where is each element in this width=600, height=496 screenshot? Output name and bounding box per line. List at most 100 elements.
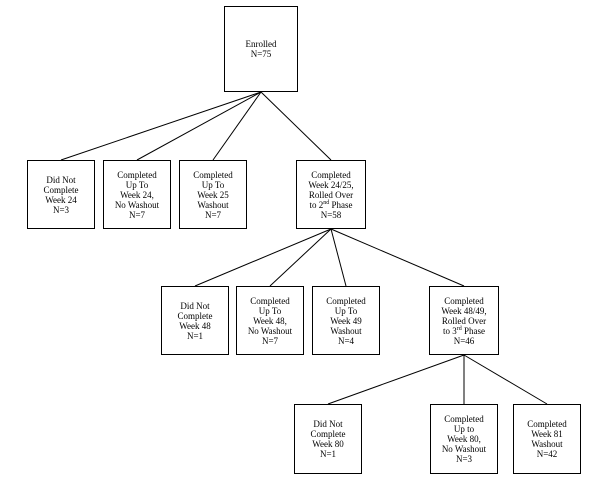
- node-text-line: Week 80,: [447, 434, 481, 444]
- node-text: Complete: [310, 429, 346, 439]
- node-text-line: Washout: [531, 439, 562, 449]
- node-text-line: Up To: [259, 306, 281, 316]
- node-text-line: Completed: [326, 296, 366, 306]
- node-text-line: Up To: [202, 180, 224, 190]
- node-text-line: Week 48/49,: [441, 306, 486, 316]
- node-text: N=3: [52, 204, 70, 215]
- node-text-line: Did Not: [46, 175, 75, 185]
- node-text-line: Up To: [126, 180, 148, 190]
- connector-p2_roll-to-p3_dnc: [327, 354, 465, 405]
- node-text: Rolled Over: [308, 189, 354, 200]
- node-text: Washout: [531, 439, 563, 449]
- node-text-line: Enrolled: [246, 39, 277, 49]
- node-text-line: Washout: [197, 200, 228, 210]
- node-text: Week 24: [45, 194, 77, 205]
- node-text-line: to 3rd Phase: [443, 326, 485, 336]
- node-text-line: N=75: [251, 49, 272, 59]
- node-text: Complete: [177, 310, 213, 321]
- node-text-line: N=1: [187, 331, 203, 341]
- node-text: N=75: [250, 49, 272, 59]
- connector-p1_roll-to-p2_dnc: [194, 228, 332, 287]
- node-text: Completed: [250, 295, 290, 306]
- node-text-line: Complete: [311, 429, 346, 439]
- node-text: N=4: [337, 335, 355, 346]
- node-text: Did Not: [46, 174, 76, 185]
- node-text: Washout: [330, 325, 362, 336]
- node-text-superscript: rd: [456, 325, 462, 332]
- node-text: N=58: [320, 209, 342, 220]
- node-text-line: Rolled Over: [309, 190, 353, 200]
- node-text-suffix: Phase: [461, 325, 485, 336]
- node-text: Up To: [258, 305, 282, 316]
- connector-enrolled-to-p1_roll: [260, 91, 332, 161]
- node-text-line: Week 80: [312, 439, 344, 449]
- node-text: Week 80: [312, 439, 344, 449]
- node-text-line: Week 48,: [253, 316, 287, 326]
- node-text-line: N=58: [321, 210, 342, 220]
- node-text: Week 24/25,: [308, 179, 354, 190]
- node-text: Up to: [453, 424, 475, 434]
- node-text-line: Completed: [444, 414, 484, 424]
- node-text-line: N=46: [454, 336, 475, 346]
- node-text: Week 48: [179, 320, 211, 331]
- node-text-line: Week 24,: [120, 190, 154, 200]
- node-text: Did Not: [180, 300, 210, 311]
- node-text: Week 48,: [253, 315, 287, 326]
- node-text: N=7: [204, 209, 222, 220]
- node-text: Week 80,: [447, 434, 481, 444]
- node-text-line: Week 81: [531, 429, 563, 439]
- node-text: Complete: [43, 184, 79, 195]
- node-text: Enrolled: [245, 39, 277, 49]
- node-text-line: No Washout: [115, 200, 159, 210]
- node-text: N=1: [186, 330, 204, 341]
- connector-enrolled-to-p1_wash: [212, 91, 262, 161]
- node-text-line: N=7: [262, 336, 278, 346]
- node-text: N=42: [536, 449, 558, 459]
- node-text: Completed: [527, 419, 567, 429]
- connector-p1_roll-to-p2_roll: [330, 228, 465, 287]
- node-text: Completed: [444, 295, 484, 306]
- node-text-line: to 2nd Phase: [309, 200, 352, 210]
- node-text-line: Week 48: [179, 321, 211, 331]
- node-text-suffix: Phase: [329, 199, 353, 210]
- node-text-line: N=3: [456, 454, 472, 464]
- node-text-line: Complete: [44, 185, 79, 195]
- node-text: Up To: [125, 179, 149, 190]
- node-text-line: N=7: [129, 210, 145, 220]
- connector-p1_roll-to-p2_wash: [330, 228, 347, 287]
- node-text: Up To: [334, 305, 358, 316]
- node-text-line: Up To: [335, 306, 357, 316]
- connector-p2_roll-to-p3_wash: [463, 354, 548, 405]
- node-text: N=7: [128, 209, 146, 220]
- node-text: Did Not: [313, 419, 343, 429]
- node-text-line: Completed: [193, 170, 233, 180]
- node-text-line: Completed: [311, 170, 351, 180]
- node-text: N=3: [455, 454, 473, 464]
- node-text-line: Did Not: [313, 419, 342, 429]
- node-text-line: N=7: [205, 210, 221, 220]
- node-text-line: Completed: [444, 296, 484, 306]
- connector-enrolled-to-p1_dnc: [60, 91, 262, 161]
- node-text: Completed: [444, 414, 484, 424]
- node-text-line: Did Not: [180, 301, 209, 311]
- node-text: Up To: [201, 179, 225, 190]
- node-text-line: N=42: [537, 449, 558, 459]
- node-text: Completed: [326, 295, 366, 306]
- node-text-superscript: nd: [323, 199, 330, 206]
- node-text: Week 25: [197, 189, 229, 200]
- node-text-line: Week 24/25,: [308, 180, 353, 190]
- node-text: N=46: [453, 335, 475, 346]
- node-text-line: N=3: [53, 205, 69, 215]
- node-text-line: No Washout: [442, 444, 486, 454]
- node-text: Completed: [311, 169, 351, 180]
- node-text: No Washout: [114, 199, 160, 210]
